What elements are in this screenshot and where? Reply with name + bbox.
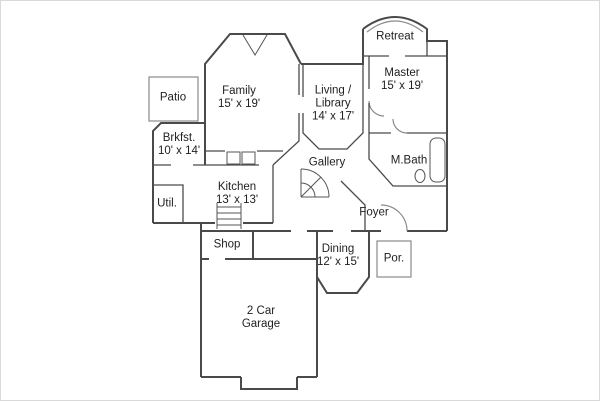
back-stairs xyxy=(216,203,242,229)
room-name-line2: Garage xyxy=(241,318,281,330)
room-label-kitchen: Kitchen 13' x 13' xyxy=(216,181,258,207)
curved-stair-radials xyxy=(300,169,329,198)
room-label-foyer: Foyer xyxy=(359,207,388,220)
bathtub-icon xyxy=(429,137,446,183)
front-door-arc xyxy=(380,204,408,232)
room-label-master: Master 15' x 19' xyxy=(381,67,423,93)
room-label-shop: Shop xyxy=(214,239,241,252)
room-label-mbath: M.Bath xyxy=(391,155,427,168)
room-label-brkfst: Brkfst. 10' x 14' xyxy=(158,132,200,158)
room-name: Family xyxy=(222,85,256,97)
room-name: Shop xyxy=(213,238,241,251)
room-label-gallery: Gallery xyxy=(309,157,345,170)
kitchen-range-icon xyxy=(241,151,256,165)
patio-outline xyxy=(148,76,199,122)
room-label-porch: Por. xyxy=(384,253,404,266)
room-name: Foyer xyxy=(359,206,389,219)
room-dims: 14' x 17' xyxy=(311,110,355,123)
room-name: Patio xyxy=(159,91,187,104)
interior-walls xyxy=(153,41,447,231)
fixtures xyxy=(216,34,446,229)
toilet-icon xyxy=(414,169,426,183)
room-label-dining: Dining 12' x 15' xyxy=(317,243,359,269)
room-name-line2: Library xyxy=(315,97,351,110)
kitchen-sink-icon xyxy=(226,151,241,165)
room-dims: 10' x 14' xyxy=(157,145,201,157)
porch-outline xyxy=(376,240,412,278)
master-door-arc xyxy=(368,100,385,117)
room-name: Retreat xyxy=(376,30,414,43)
room-label-patio: Patio xyxy=(160,92,186,105)
retreat-bay-inner-arc xyxy=(366,20,424,33)
room-name: Por. xyxy=(383,252,405,265)
room-label-family: Family 15' x 19' xyxy=(218,85,260,111)
room-name: Dining xyxy=(321,243,355,255)
room-name: Master xyxy=(384,67,420,79)
room-dims: 13' x 13' xyxy=(215,194,259,206)
room-name: Gallery xyxy=(308,156,346,169)
room-name: M.Bath xyxy=(390,154,428,167)
bath-door-arc xyxy=(392,118,408,134)
room-name: Kitchen xyxy=(217,181,257,193)
thin-structures xyxy=(148,20,424,278)
room-label-util: Util. xyxy=(157,198,177,211)
room-name: Util. xyxy=(157,197,177,210)
room-name: Living / xyxy=(314,84,352,97)
room-label-living-library: Living / Library 14' x 17' xyxy=(312,85,354,124)
room-name: Brkfst. xyxy=(162,132,196,144)
room-dims: 15' x 19' xyxy=(217,98,261,110)
room-dims: 15' x 19' xyxy=(380,80,424,92)
room-label-garage: 2 Car Garage xyxy=(242,305,280,331)
room-label-retreat: Retreat xyxy=(376,31,414,44)
room-name: 2 Car xyxy=(246,305,276,317)
exterior-walls xyxy=(152,16,448,390)
fireplace-icon xyxy=(242,34,268,56)
room-dims: 12' x 15' xyxy=(316,256,360,268)
